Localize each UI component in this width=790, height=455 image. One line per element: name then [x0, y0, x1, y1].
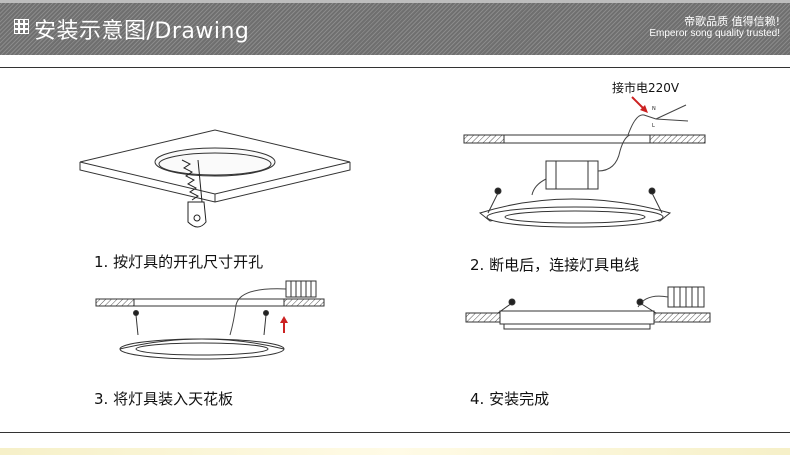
step3-insert-light-figure — [95, 280, 325, 360]
page-title: 安装示意图/Drawing — [34, 19, 250, 44]
step1-caption: 1. 按灯具的开孔尺寸开孔 — [94, 253, 264, 271]
mains-annotation: 接市电220V — [612, 81, 680, 95]
header-top-border — [0, 0, 790, 3]
wire-label-l: L — [652, 123, 655, 129]
header-banner: 安装示意图/Drawing 帝歌品质 值得信赖! Emperor song qu… — [0, 0, 790, 55]
step1-cut-hole-figure — [79, 129, 351, 228]
grid-icon — [14, 19, 29, 34]
slogan-english: Emperor song quality trusted! — [649, 28, 780, 39]
top-divider — [0, 67, 790, 68]
step2-connect-wires-figure: N L — [463, 96, 706, 228]
slogan-chinese: 帝歌品质 值得信赖! — [684, 15, 780, 28]
step4-caption: 4. 安装完成 — [470, 390, 550, 408]
wire-label-n: N — [652, 106, 656, 112]
step4-complete-figure — [465, 286, 711, 330]
bottom-decorative-strip — [0, 448, 790, 455]
step2-caption: 2. 断电后，连接灯具电线 — [470, 256, 640, 274]
bottom-divider — [0, 432, 790, 433]
step3-caption: 3. 将灯具装入天花板 — [94, 390, 234, 408]
